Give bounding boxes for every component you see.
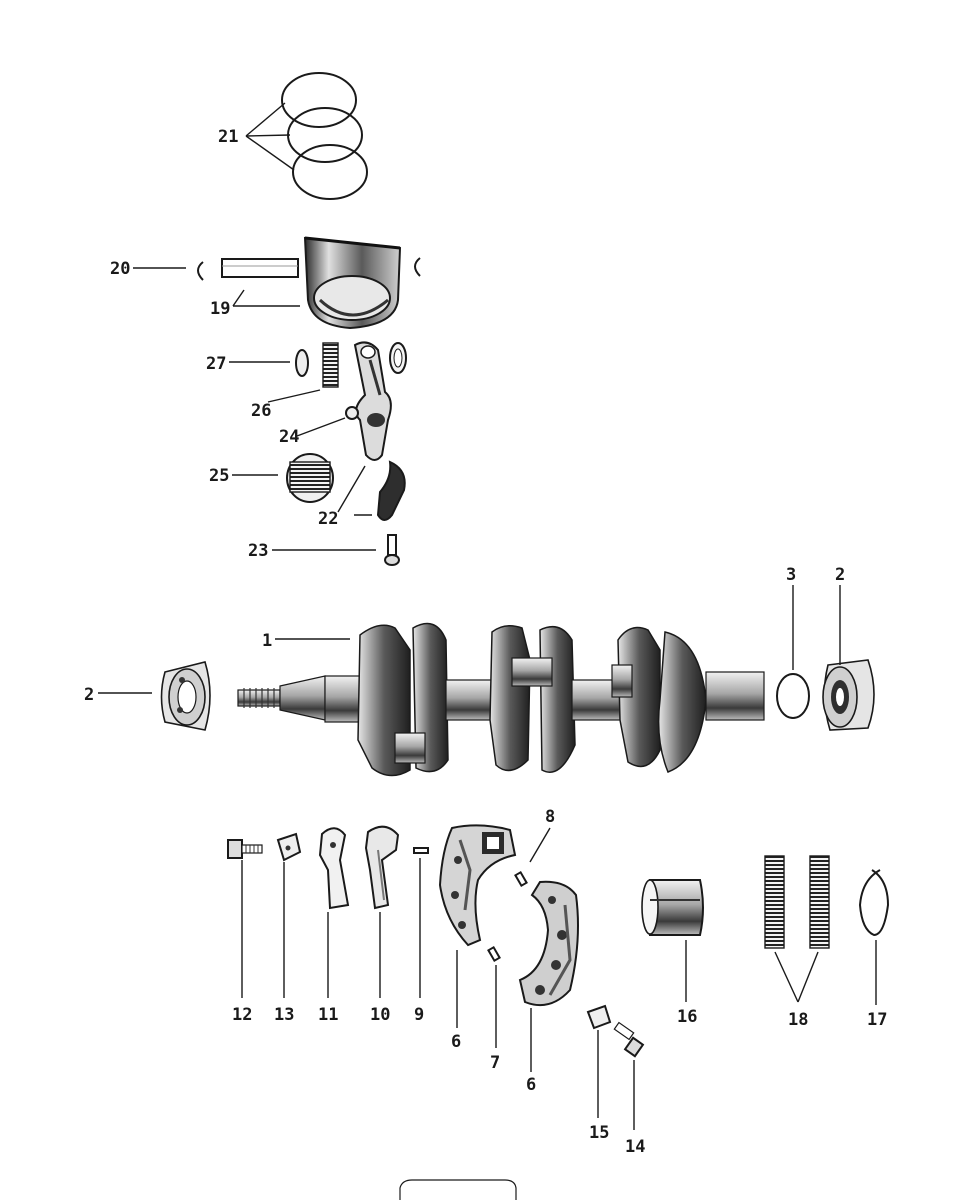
callout-3: 3 bbox=[786, 565, 796, 585]
roller-bearing-part-25 bbox=[286, 453, 334, 503]
dowel-pin-part-8 bbox=[514, 870, 528, 888]
callout-14: 14 bbox=[625, 1137, 645, 1157]
screw-part-12 bbox=[227, 839, 263, 859]
dowel-pin-part-7 bbox=[487, 945, 501, 963]
reed-plate-part-11 bbox=[318, 827, 350, 910]
callout-12: 12 bbox=[232, 1005, 252, 1025]
callout-9: 9 bbox=[414, 1005, 424, 1025]
connecting-rod-part-22 bbox=[353, 341, 392, 461]
callout-16: 16 bbox=[677, 1007, 697, 1027]
dowel-pin-part-9 bbox=[413, 847, 429, 854]
thrust-washer-part-27 bbox=[295, 342, 407, 377]
callout-1: 1 bbox=[262, 631, 272, 651]
leader-lines bbox=[98, 102, 877, 1130]
callout-24: 24 bbox=[279, 427, 299, 447]
callout-19: 19 bbox=[210, 299, 230, 319]
callout-6-a: 6 bbox=[451, 1032, 461, 1052]
callout-8: 8 bbox=[545, 807, 555, 827]
callout-23: 23 bbox=[248, 541, 268, 561]
piston-part-19 bbox=[303, 236, 402, 330]
screw-part-14 bbox=[613, 1021, 645, 1058]
rod-cap-part-22 bbox=[376, 460, 406, 521]
circlip-part-20 bbox=[197, 257, 421, 281]
wrist-pin-part-19 bbox=[221, 258, 299, 278]
callout-13: 13 bbox=[274, 1005, 294, 1025]
reed-stop-part-10 bbox=[364, 825, 400, 910]
piston-rings-part-21 bbox=[281, 72, 368, 200]
rod-bolt-part-23 bbox=[384, 534, 400, 566]
callout-11: 11 bbox=[318, 1005, 338, 1025]
clip-part-13 bbox=[276, 832, 302, 862]
callout-25: 25 bbox=[209, 466, 229, 486]
needle-bearing-part-26 bbox=[322, 342, 339, 388]
main-bearing-right-part-2 bbox=[822, 659, 875, 731]
page-tab-outline bbox=[399, 1179, 517, 1200]
needle-bearing-part-18 bbox=[764, 855, 830, 949]
callout-20: 20 bbox=[110, 259, 130, 279]
callout-17: 17 bbox=[867, 1010, 887, 1030]
retaining-ring-part-17 bbox=[858, 869, 890, 937]
callout-15: 15 bbox=[589, 1123, 609, 1143]
sleeve-bearing-part-16 bbox=[641, 879, 704, 936]
callout-7: 7 bbox=[490, 1053, 500, 1073]
crankshaft-part-1 bbox=[237, 622, 765, 777]
main-bearing-left-part-2 bbox=[160, 661, 211, 731]
bearing-carrier-part-6-a bbox=[438, 824, 517, 947]
callout-6-b: 6 bbox=[526, 1075, 536, 1095]
callout-18: 18 bbox=[788, 1010, 808, 1030]
callout-10: 10 bbox=[370, 1005, 390, 1025]
callout-21: 21 bbox=[218, 127, 238, 147]
callout-2-right: 2 bbox=[835, 565, 845, 585]
bearing-carrier-part-6-b bbox=[518, 880, 579, 1006]
callout-26: 26 bbox=[251, 401, 271, 421]
spacer-ring-part-3 bbox=[776, 673, 810, 719]
clip-part-15 bbox=[586, 1004, 612, 1030]
callout-labels: 21 20 19 27 26 24 25 22 23 1 2 3 2 8 12 … bbox=[84, 127, 887, 1157]
callout-27: 27 bbox=[206, 354, 226, 374]
rod-bolt-washer-part-24 bbox=[345, 406, 359, 420]
callout-22: 22 bbox=[318, 509, 338, 529]
callout-2-left: 2 bbox=[84, 685, 94, 705]
